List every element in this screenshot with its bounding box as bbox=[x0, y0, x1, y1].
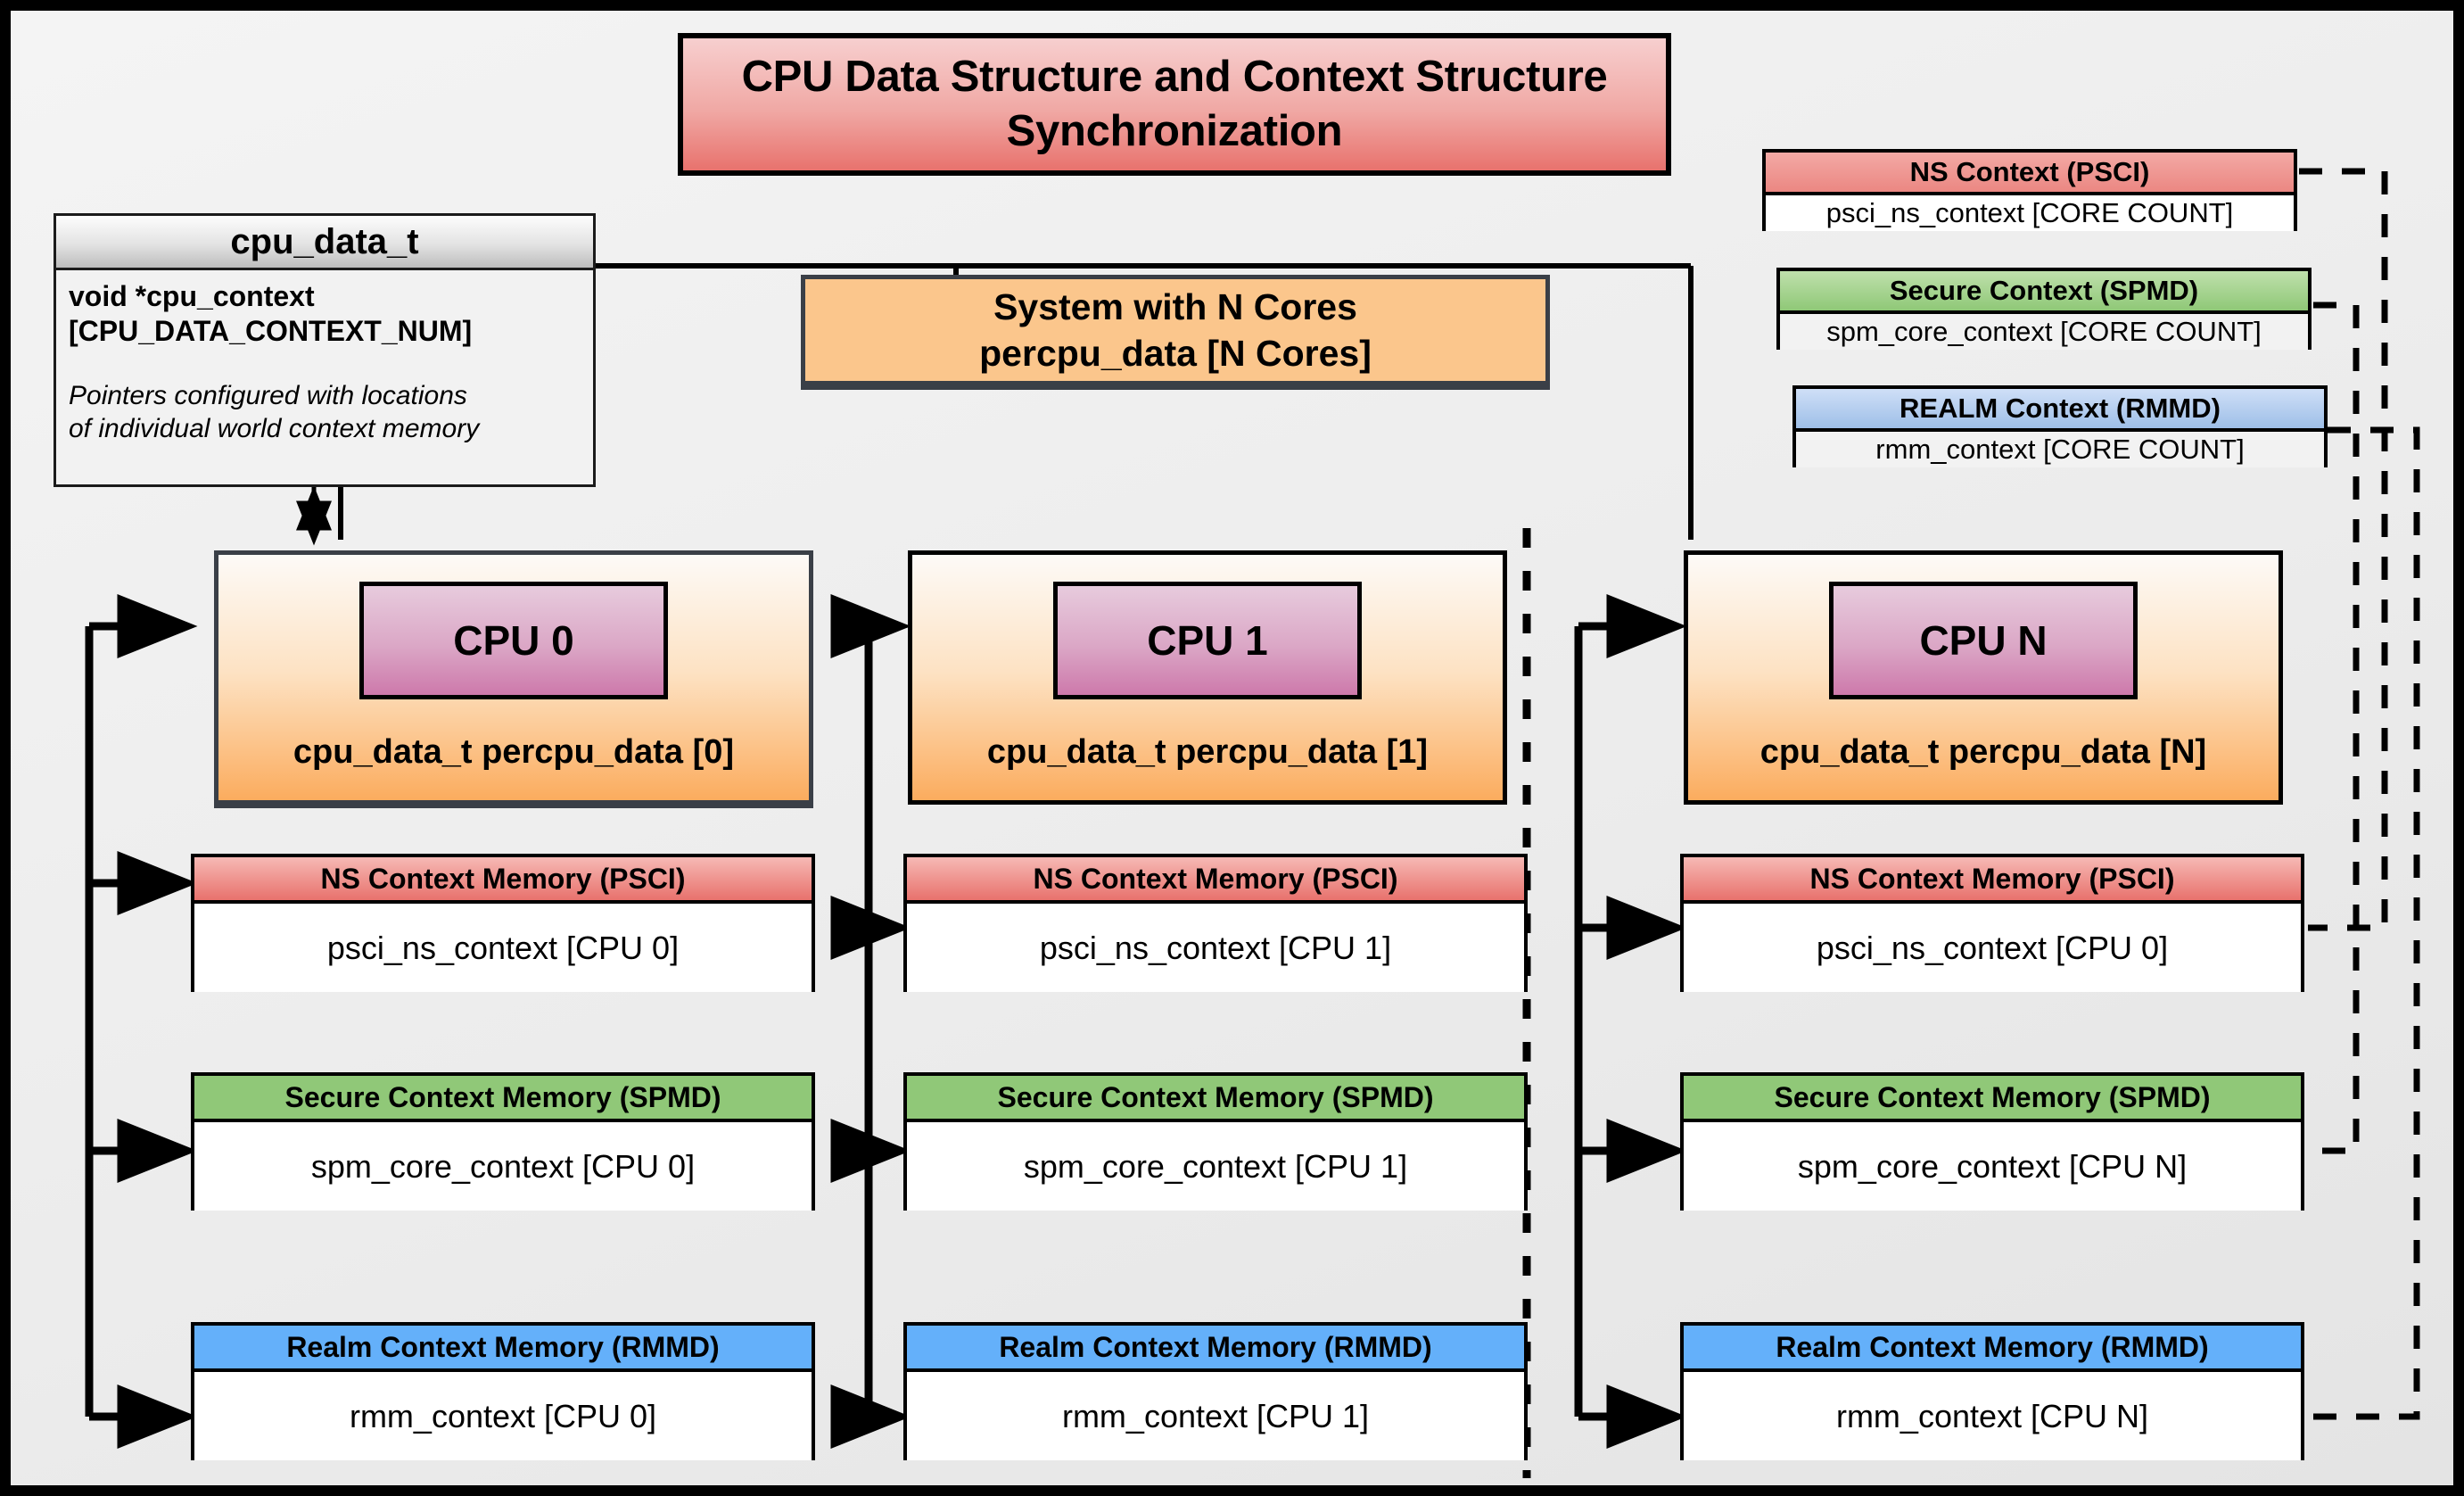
cpu1-secure-context-memory: Secure Context Memory (SPMD) spm_core_co… bbox=[903, 1072, 1528, 1211]
cpuN-realm-context-memory: Realm Context Memory (RMMD) rmm_context … bbox=[1680, 1322, 2304, 1460]
global-ns-to-cpun-link bbox=[2299, 168, 2388, 931]
cpu0-ns-context-header: NS Context Memory (PSCI) bbox=[194, 857, 812, 904]
cpu-data-t-name: cpu_data_t bbox=[56, 216, 593, 270]
cpu0-pointer-rail bbox=[85, 594, 198, 1449]
diagram-title: CPU Data Structure and Context Structure… bbox=[678, 33, 1671, 176]
system-line-1: System with N Cores bbox=[993, 285, 1357, 327]
cpuN-pointer-rail bbox=[1574, 594, 1687, 1449]
system-n-cores-box: System with N Cores percpu_data [N Cores… bbox=[801, 275, 1550, 385]
global-ns-context-card: NS Context (PSCI) psci_ns_context [CORE … bbox=[1762, 149, 2297, 231]
title-line-1: CPU Data Structure and Context Structure bbox=[741, 52, 1608, 101]
cpuN-ns-context-memory: NS Context Memory (PSCI) psci_ns_context… bbox=[1680, 854, 2304, 992]
cpu1-pointer-rail bbox=[830, 594, 911, 1449]
cpu1-chip: CPU 1 bbox=[1053, 582, 1362, 699]
cpu0-ns-context-body: psci_ns_context [CPU 0] bbox=[194, 904, 812, 992]
cpu0-secure-context-body: spm_core_context [CPU 0] bbox=[194, 1122, 812, 1211]
global-ns-context-header: NS Context (PSCI) bbox=[1766, 153, 2294, 195]
cpu0-chip: CPU 0 bbox=[359, 582, 668, 699]
global-realm-context-header: REALM Context (RMMD) bbox=[1796, 389, 2324, 432]
cpu1-realm-context-memory: Realm Context Memory (RMMD) rmm_context … bbox=[903, 1322, 1528, 1460]
cpuN-percpu-label: cpu_data_t percpu_data [N] bbox=[1759, 733, 2207, 771]
cpuN-ns-context-body: psci_ns_context [CPU 0] bbox=[1684, 904, 2301, 992]
note-line-1: Pointers configured with locations bbox=[69, 381, 467, 411]
cpu0-ns-context-memory: NS Context Memory (PSCI) psci_ns_context… bbox=[191, 854, 815, 992]
cpu1-ns-context-body: psci_ns_context [CPU 1] bbox=[907, 904, 1524, 992]
global-ns-context-body: psci_ns_context [CORE COUNT] bbox=[1766, 195, 2294, 231]
cpuN-secure-context-body: spm_core_context [CPU N] bbox=[1684, 1122, 2301, 1211]
cpu0-percpu-label: cpu_data_t percpu_data [0] bbox=[293, 733, 735, 771]
note-line-2: of individual world context memory bbox=[69, 414, 480, 444]
cpuN-card: CPU N cpu_data_t percpu_data [N] bbox=[1684, 550, 2283, 805]
cpu-data-t-struct: cpu_data_t void *cpu_context [CPU_DATA_C… bbox=[54, 213, 596, 487]
cpu1-secure-context-body: spm_core_context [CPU 1] bbox=[907, 1122, 1524, 1211]
cpu1-card: CPU 1 cpu_data_t percpu_data [1] bbox=[908, 550, 1507, 805]
cpu-data-t-body: void *cpu_context [CPU_DATA_CONTEXT_NUM]… bbox=[56, 270, 593, 445]
cpu1-percpu-label: cpu_data_t percpu_data [1] bbox=[986, 733, 1429, 771]
global-realm-to-cpun-link bbox=[2308, 426, 2420, 1420]
cpu0-realm-context-body: rmm_context [CPU 0] bbox=[194, 1372, 812, 1460]
global-secure-context-body: spm_core_context [CORE COUNT] bbox=[1780, 314, 2308, 350]
cpuN-ns-context-header: NS Context Memory (PSCI) bbox=[1684, 857, 2301, 904]
cpu0-secure-context-header: Secure Context Memory (SPMD) bbox=[194, 1076, 812, 1122]
global-realm-context-body: rmm_context [CORE COUNT] bbox=[1796, 432, 2324, 467]
cpuN-realm-context-header: Realm Context Memory (RMMD) bbox=[1684, 1326, 2301, 1372]
cpu-context-field-line2: [CPU_DATA_CONTEXT_NUM] bbox=[69, 315, 473, 348]
cpu1-realm-context-body: rmm_context [CPU 1] bbox=[907, 1372, 1524, 1460]
title-line-2: Synchronization bbox=[1006, 107, 1343, 155]
system-line-2: percpu_data [N Cores] bbox=[979, 333, 1372, 374]
cpu0-secure-context-memory: Secure Context Memory (SPMD) spm_core_co… bbox=[191, 1072, 815, 1211]
cpuN-secure-context-header: Secure Context Memory (SPMD) bbox=[1684, 1076, 2301, 1122]
diagram-inner-canvas: CPU Data Structure and Context Structure… bbox=[11, 11, 2453, 1485]
cpu-context-field-line1: void *cpu_context bbox=[69, 280, 315, 312]
cpu1-secure-context-header: Secure Context Memory (SPMD) bbox=[907, 1076, 1524, 1122]
cpu0-realm-context-header: Realm Context Memory (RMMD) bbox=[194, 1326, 812, 1372]
cpu1-ns-context-header: NS Context Memory (PSCI) bbox=[907, 857, 1524, 904]
cpu-data-t-note: Pointers configured with locations of in… bbox=[69, 379, 581, 445]
global-realm-context-card: REALM Context (RMMD) rmm_context [CORE C… bbox=[1792, 385, 2328, 467]
global-secure-context-card: Secure Context (SPMD) spm_core_context [… bbox=[1776, 268, 2312, 350]
cpu1-realm-context-header: Realm Context Memory (RMMD) bbox=[907, 1326, 1524, 1372]
cpuN-secure-context-memory: Secure Context Memory (SPMD) spm_core_co… bbox=[1680, 1072, 2304, 1211]
cpu0-realm-context-memory: Realm Context Memory (RMMD) rmm_context … bbox=[191, 1322, 815, 1460]
cpuN-realm-context-body: rmm_context [CPU N] bbox=[1684, 1372, 2301, 1460]
global-secure-context-header: Secure Context (SPMD) bbox=[1780, 271, 2308, 314]
cpu1-ns-context-memory: NS Context Memory (PSCI) psci_ns_context… bbox=[903, 854, 1528, 992]
cpuN-chip: CPU N bbox=[1829, 582, 2138, 699]
cpu0-card: CPU 0 cpu_data_t percpu_data [0] bbox=[214, 550, 813, 805]
cpu-data-t-field: void *cpu_context [CPU_DATA_CONTEXT_NUM] bbox=[69, 279, 581, 349]
